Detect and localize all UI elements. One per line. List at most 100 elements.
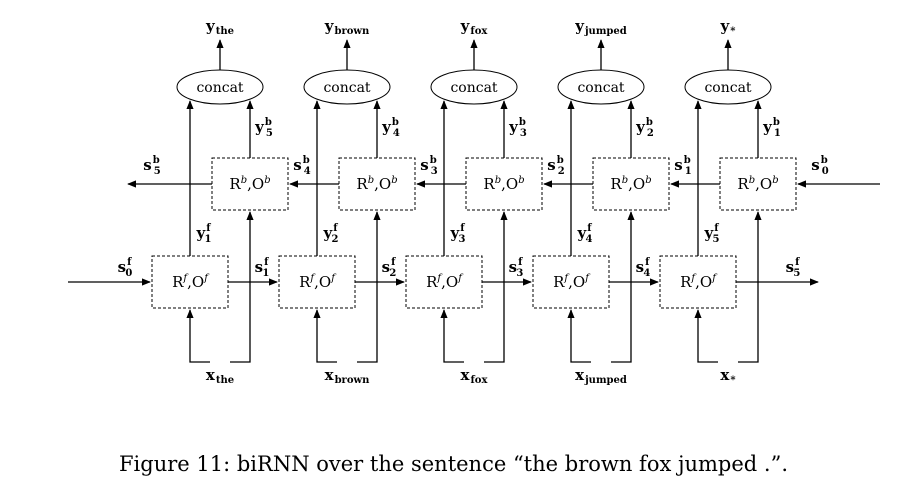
backward-state-label-2-sup: b bbox=[557, 155, 564, 166]
backward-state-label-5-sub: 5 bbox=[154, 166, 161, 177]
output-label-3-base: y bbox=[460, 17, 471, 35]
backward-state-label-3-base: s bbox=[420, 156, 428, 174]
concat-node-3 bbox=[430, 69, 518, 105]
backward-state-label-0-sup: b bbox=[821, 155, 828, 166]
backward-cell-2-label: Rb,Ob bbox=[356, 175, 397, 193]
backward-output-label-3-sup: b bbox=[519, 117, 526, 128]
backward-state-label-4-sup: b bbox=[303, 155, 310, 166]
output-label-5: y* bbox=[720, 17, 737, 37]
connections bbox=[68, 39, 880, 363]
forward-cell-5 bbox=[659, 255, 737, 309]
backward-output-label-5-sub: 1 bbox=[774, 128, 781, 139]
input-label-4-sub: jumped bbox=[584, 375, 627, 386]
output-label-2: ybrown bbox=[324, 17, 370, 37]
backward-output-label-5-base: y bbox=[762, 118, 773, 136]
backward-output-label-2-base: y bbox=[381, 118, 392, 136]
backward-cell-3-label: Rb,Ob bbox=[483, 175, 524, 193]
forward-cell-2-label: Rf,Of bbox=[299, 273, 337, 291]
output-label-1-base: y bbox=[205, 17, 216, 35]
backward-cell-4-label: Rb,Ob bbox=[610, 175, 651, 193]
forward-output-label-2-sup: f bbox=[333, 223, 338, 234]
input-to-backward-1 bbox=[230, 211, 254, 363]
forward-output-label-3-base: y bbox=[450, 224, 461, 242]
forward-output-label-1-base: y bbox=[196, 224, 207, 242]
forward-cell-3-label: Rf,Of bbox=[426, 273, 464, 291]
backward-output-label-1-sub: 5 bbox=[266, 128, 273, 139]
backward-state-label-5-sup: b bbox=[153, 155, 160, 166]
backward-state-label-3-sup: b bbox=[430, 155, 437, 166]
forward-state-label-1-sup: f bbox=[264, 257, 269, 268]
output-label-2-sub: brown bbox=[334, 26, 370, 37]
input-label-2-base: x bbox=[325, 366, 335, 384]
forward-state-label-1-sub: 1 bbox=[262, 268, 269, 279]
concat-label-3: concat bbox=[450, 80, 497, 96]
input-label-3-sub: fox bbox=[471, 375, 489, 386]
input-to-backward-4 bbox=[611, 211, 635, 363]
forward-cell-1 bbox=[151, 255, 229, 309]
forward-state-label-2-base: s bbox=[382, 258, 390, 276]
forward-output-label-3-sup: f bbox=[460, 223, 465, 234]
forward-state-label-4-sub: 4 bbox=[643, 268, 650, 279]
forward-cell-4 bbox=[532, 255, 610, 309]
concat-label-4: concat bbox=[577, 80, 624, 96]
output-label-1-sub: the bbox=[216, 26, 234, 37]
input-label-4-base: x bbox=[575, 366, 585, 384]
input-to-backward-5 bbox=[738, 211, 762, 363]
forward-state-label-3-sup: f bbox=[518, 257, 523, 268]
input-to-forward-2 bbox=[313, 309, 337, 363]
forward-output-label-5-sub: 5 bbox=[713, 234, 720, 245]
forward-state-label-4-base: s bbox=[636, 258, 644, 276]
backward-output-label-5-sup: b bbox=[773, 117, 780, 128]
backward-output-label-3-base: y bbox=[508, 118, 519, 136]
backward-output-label-2-sup: b bbox=[392, 117, 399, 128]
backward-cell-5-label: Rb,Ob bbox=[737, 175, 778, 193]
output-label-1: ythe bbox=[205, 17, 234, 37]
forward-output-label-1-sub: 1 bbox=[205, 234, 212, 245]
input-label-1: xthe bbox=[206, 366, 234, 386]
forward-output-label-2-base: y bbox=[323, 224, 334, 242]
forward-output-label-3-sub: 3 bbox=[459, 234, 466, 245]
input-label-3-base: x bbox=[461, 366, 471, 384]
output-label-5-sub: * bbox=[730, 26, 736, 37]
forward-cell-4-label: Rf,Of bbox=[553, 273, 591, 291]
figure-caption: Figure 11: biRNN over the sentence “the … bbox=[118, 452, 789, 476]
concat-label-5: concat bbox=[704, 80, 751, 96]
forward-state-label-2-sup: f bbox=[391, 257, 396, 268]
input-label-4: xjumped bbox=[575, 366, 627, 386]
input-to-backward-2 bbox=[357, 211, 381, 363]
backward-cell-1-label: Rb,Ob bbox=[229, 175, 270, 193]
backward-output-label-1-base: y bbox=[254, 118, 265, 136]
forward-output-label-5-base: y bbox=[704, 224, 715, 242]
input-to-forward-5 bbox=[694, 309, 718, 363]
backward-output-label-4-sup: b bbox=[646, 117, 653, 128]
output-label-3: yfox bbox=[460, 17, 489, 37]
input-label-2: xbrown bbox=[325, 366, 370, 386]
output-label-4: yjumped bbox=[574, 17, 627, 37]
backward-output-label-1-sup: b bbox=[265, 117, 272, 128]
forward-output-label-4-base: y bbox=[577, 224, 588, 242]
backward-cell-5 bbox=[719, 157, 797, 211]
output-label-2-base: y bbox=[324, 17, 335, 35]
forward-state-label-5-base: s bbox=[786, 258, 794, 276]
backward-cell-2 bbox=[338, 157, 416, 211]
input-to-forward-4 bbox=[567, 309, 591, 363]
input-label-5-base: x bbox=[720, 366, 730, 384]
backward-state-label-0-sub: 0 bbox=[822, 166, 829, 177]
concat-node-5 bbox=[684, 69, 772, 105]
